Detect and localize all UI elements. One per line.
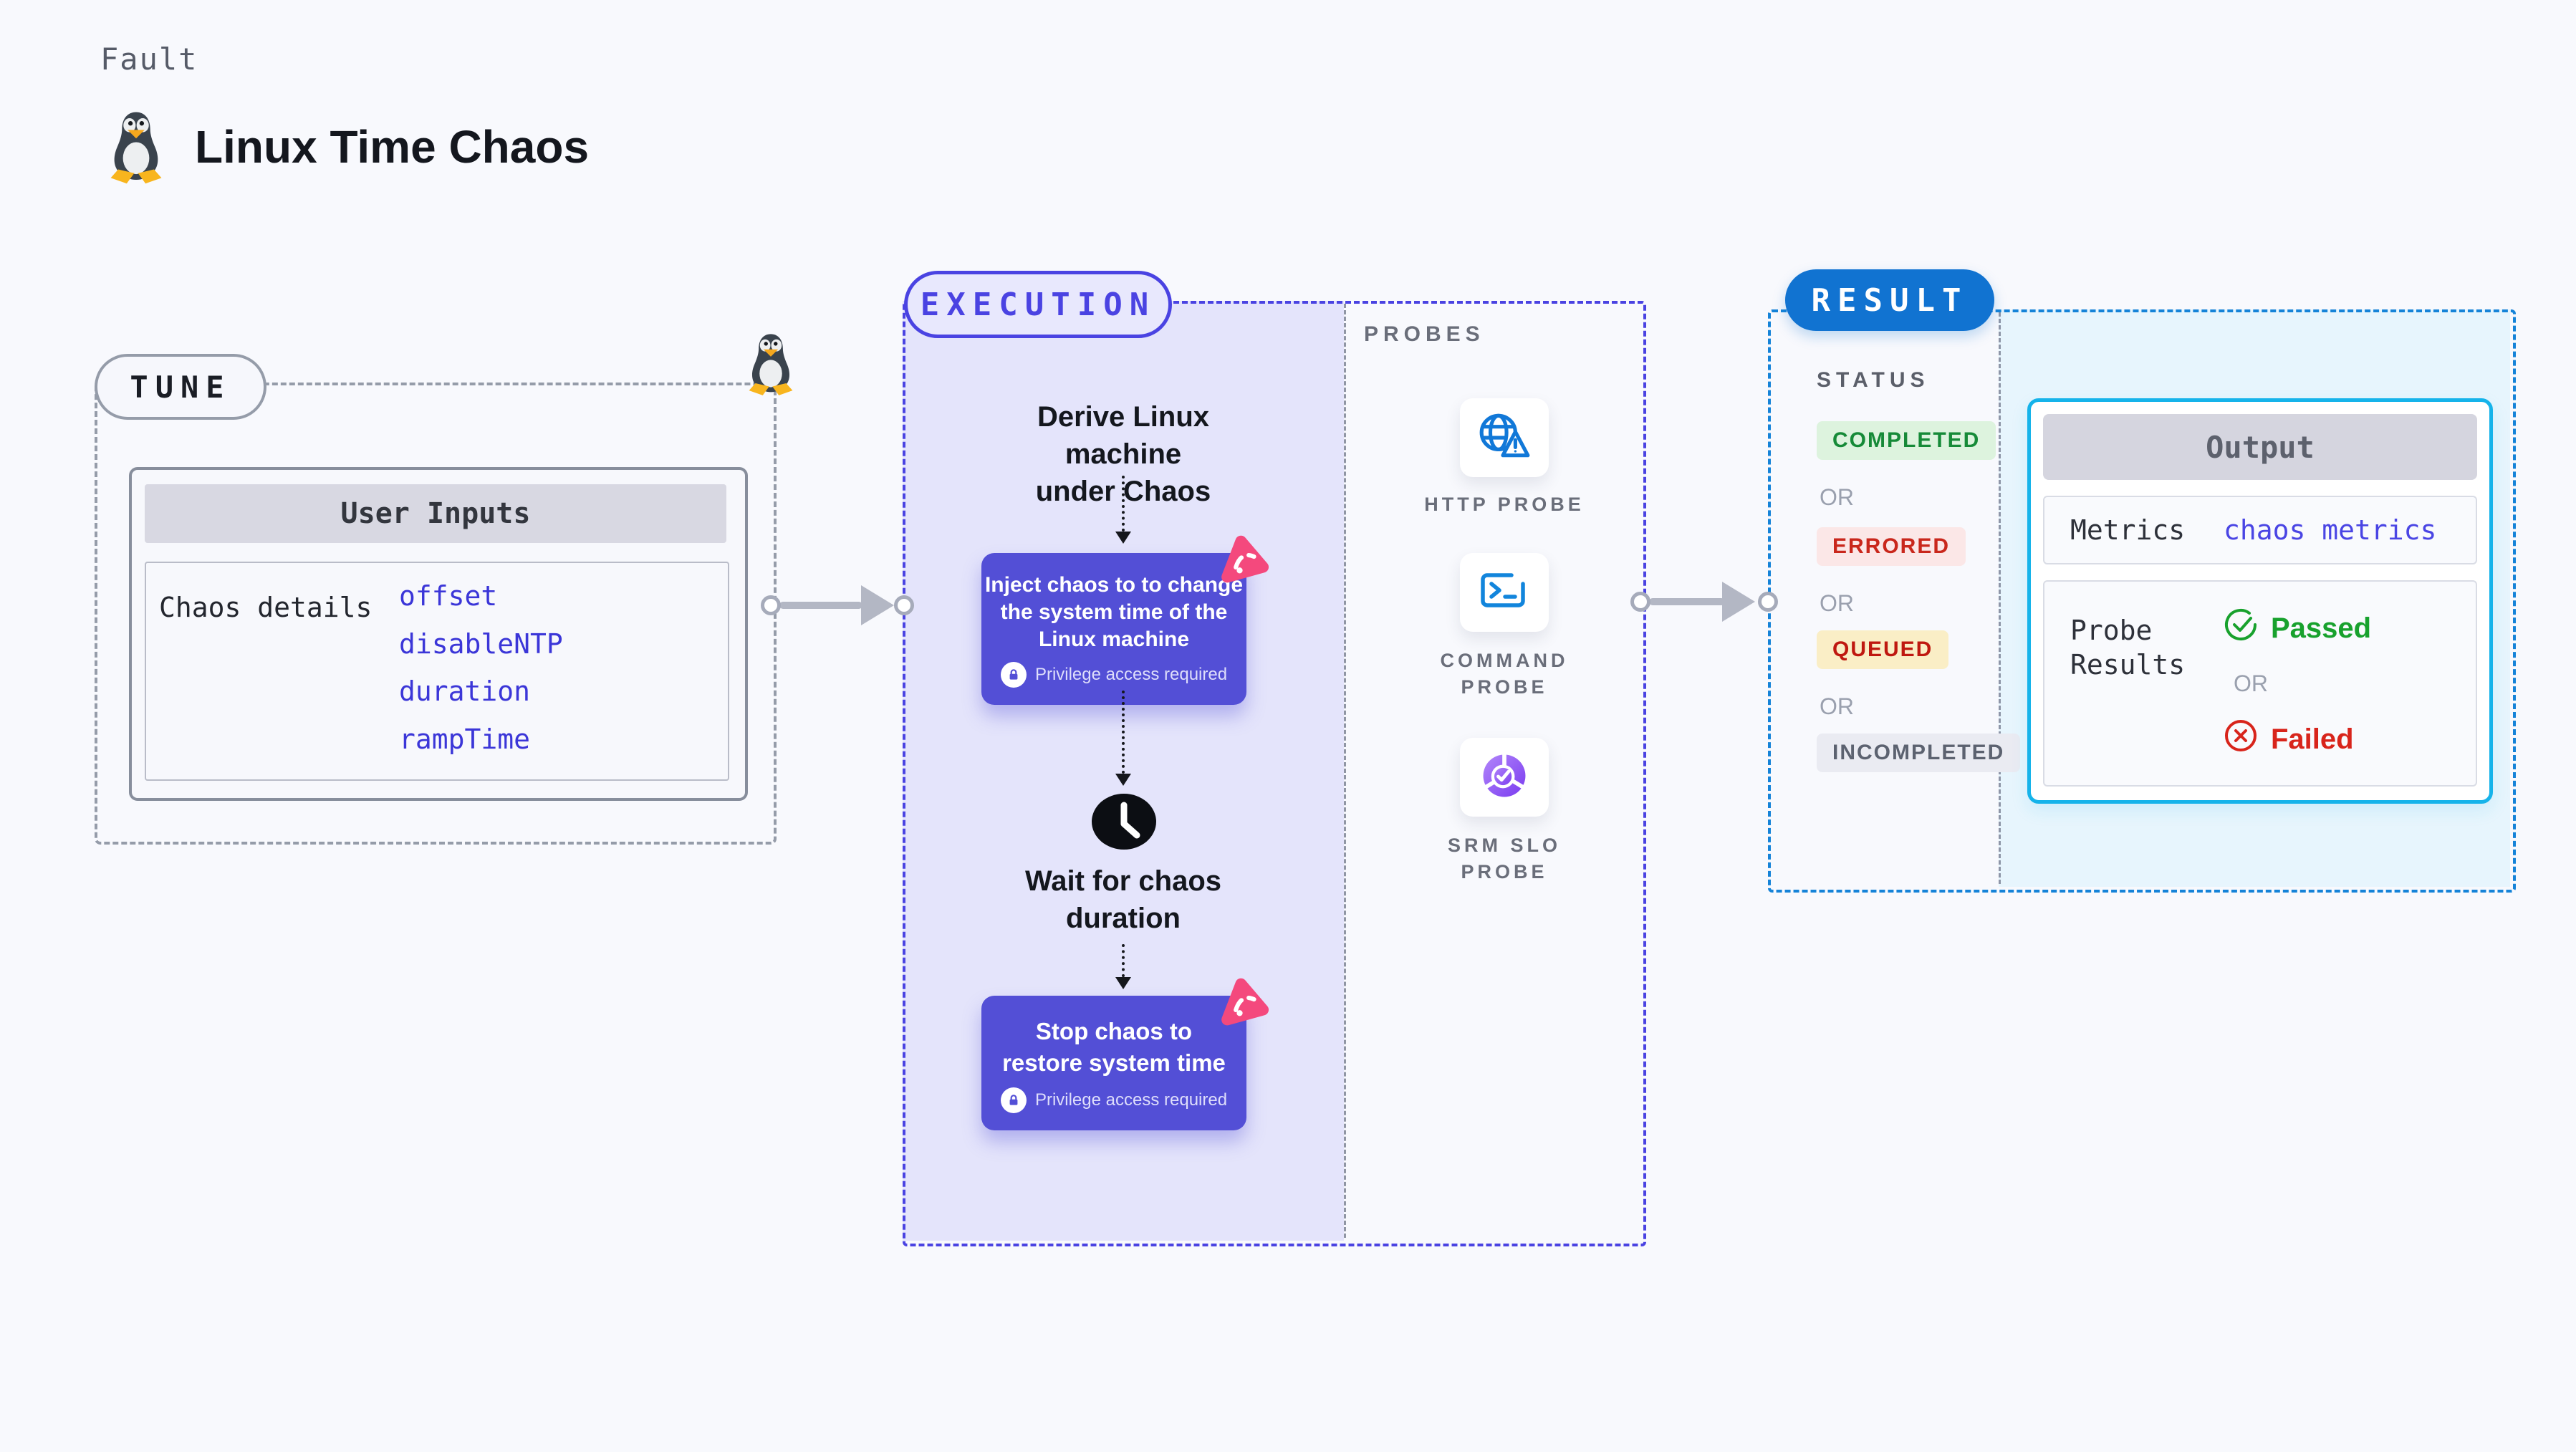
command-probe-card: [1460, 553, 1549, 632]
flow-connector: [1122, 944, 1125, 977]
connector-dot: [761, 595, 781, 615]
command-probe-label: COMMAND PROBE: [1440, 650, 1569, 698]
fault-kicker: Fault: [100, 42, 198, 77]
chaos-metrics-link[interactable]: chaos metrics: [2224, 514, 2437, 546]
tune-badge: TUNE: [95, 354, 266, 420]
x-circle-icon: [2224, 718, 2258, 760]
srm-slo-probe-card: [1460, 738, 1549, 817]
arrow-head-icon: [861, 585, 894, 625]
passed-verdict: Passed: [2224, 607, 2371, 649]
execution-badge: EXECUTION: [904, 271, 1172, 338]
or-separator: OR: [1820, 484, 1854, 510]
param-link-duration[interactable]: duration: [399, 675, 531, 707]
http-probe-label: HTTP PROBE: [1424, 494, 1585, 515]
status-badge-queued: QUEUED: [1817, 630, 1949, 669]
result-badge: RESULT: [1785, 269, 1994, 331]
inject-chaos-node: Inject chaos to to change the system tim…: [981, 553, 1246, 705]
down-arrow-icon: [1115, 977, 1131, 989]
param-link-offset[interactable]: offset: [399, 580, 498, 612]
title-row: Linux Time Chaos: [106, 109, 589, 185]
privilege-note: Privilege access required: [981, 1087, 1246, 1130]
failed-verdict: Failed: [2224, 718, 2371, 760]
tux-penguin-icon: [106, 109, 166, 185]
status-label: STATUS: [1817, 368, 1930, 392]
or-separator: OR: [1820, 693, 1854, 719]
status-badge-errored: ERRORED: [1817, 527, 1966, 566]
connector-dot: [894, 595, 914, 615]
result-divider: [1999, 312, 2001, 884]
inject-chaos-text: Inject chaos to to change the system tim…: [984, 573, 1244, 651]
lock-icon: [1000, 662, 1027, 688]
down-arrow-icon: [1115, 774, 1131, 786]
srm-slo-probe-label: SRM SLO PROBE: [1447, 835, 1561, 883]
param-link-disablentp[interactable]: disableNTP: [399, 628, 563, 660]
user-inputs-table: [145, 562, 729, 781]
page-title: Linux Time Chaos: [195, 121, 590, 173]
connector-dot: [1758, 592, 1778, 612]
metrics-label: Metrics: [2070, 514, 2186, 546]
stop-chaos-text: Stop chaos to restore system time: [1002, 1018, 1226, 1076]
chaos-logo-icon: [1211, 974, 1272, 1036]
probe-results-label: Probe Results: [2070, 615, 2186, 681]
output-title: Output: [2043, 414, 2477, 480]
arrow-head-icon: [1722, 582, 1755, 622]
tune-to-execution-arrow: [779, 602, 862, 609]
status-badge-completed: COMPLETED: [1817, 421, 1996, 460]
execution-to-result-arrow: [1649, 598, 1725, 605]
or-separator: OR: [2234, 670, 2268, 696]
connector-dot: [1630, 592, 1650, 612]
wait-step-text: Wait for chaos duration: [1024, 865, 1222, 934]
param-link-ramptime[interactable]: rampTime: [399, 723, 531, 755]
user-inputs-title: User Inputs: [145, 484, 726, 543]
globe-warning-icon: [1476, 412, 1532, 464]
http-probe-card: [1460, 398, 1549, 477]
clock-icon: [1091, 791, 1157, 856]
execution-probes-divider: [1344, 304, 1346, 1238]
execution-section-box: [903, 301, 1646, 1246]
flow-connector: [1122, 691, 1125, 774]
stop-chaos-node: Stop chaos to restore system time Privil…: [981, 996, 1246, 1130]
tux-corner-icon: [745, 331, 797, 397]
check-circle-icon: [2224, 607, 2258, 649]
lock-icon: [1000, 1087, 1027, 1113]
terminal-icon: [1479, 570, 1530, 615]
chaos-details-label: Chaos details: [159, 592, 373, 623]
down-arrow-icon: [1115, 532, 1131, 544]
probe-results-row: Probe Results Passed OR: [2043, 580, 2477, 787]
privilege-note: Privilege access required: [981, 662, 1246, 705]
or-separator: OR: [1820, 590, 1854, 616]
slo-donut-icon: [1477, 749, 1532, 807]
metrics-row: Metrics chaos metrics: [2043, 496, 2477, 564]
flow-connector: [1122, 476, 1125, 532]
verdict-column: Passed OR Failed: [2224, 607, 2371, 760]
status-badge-incompleted: INCOMPLETED: [1817, 734, 2021, 772]
chaos-logo-icon: [1211, 532, 1272, 593]
probes-section-label: PROBES: [1364, 322, 1485, 346]
